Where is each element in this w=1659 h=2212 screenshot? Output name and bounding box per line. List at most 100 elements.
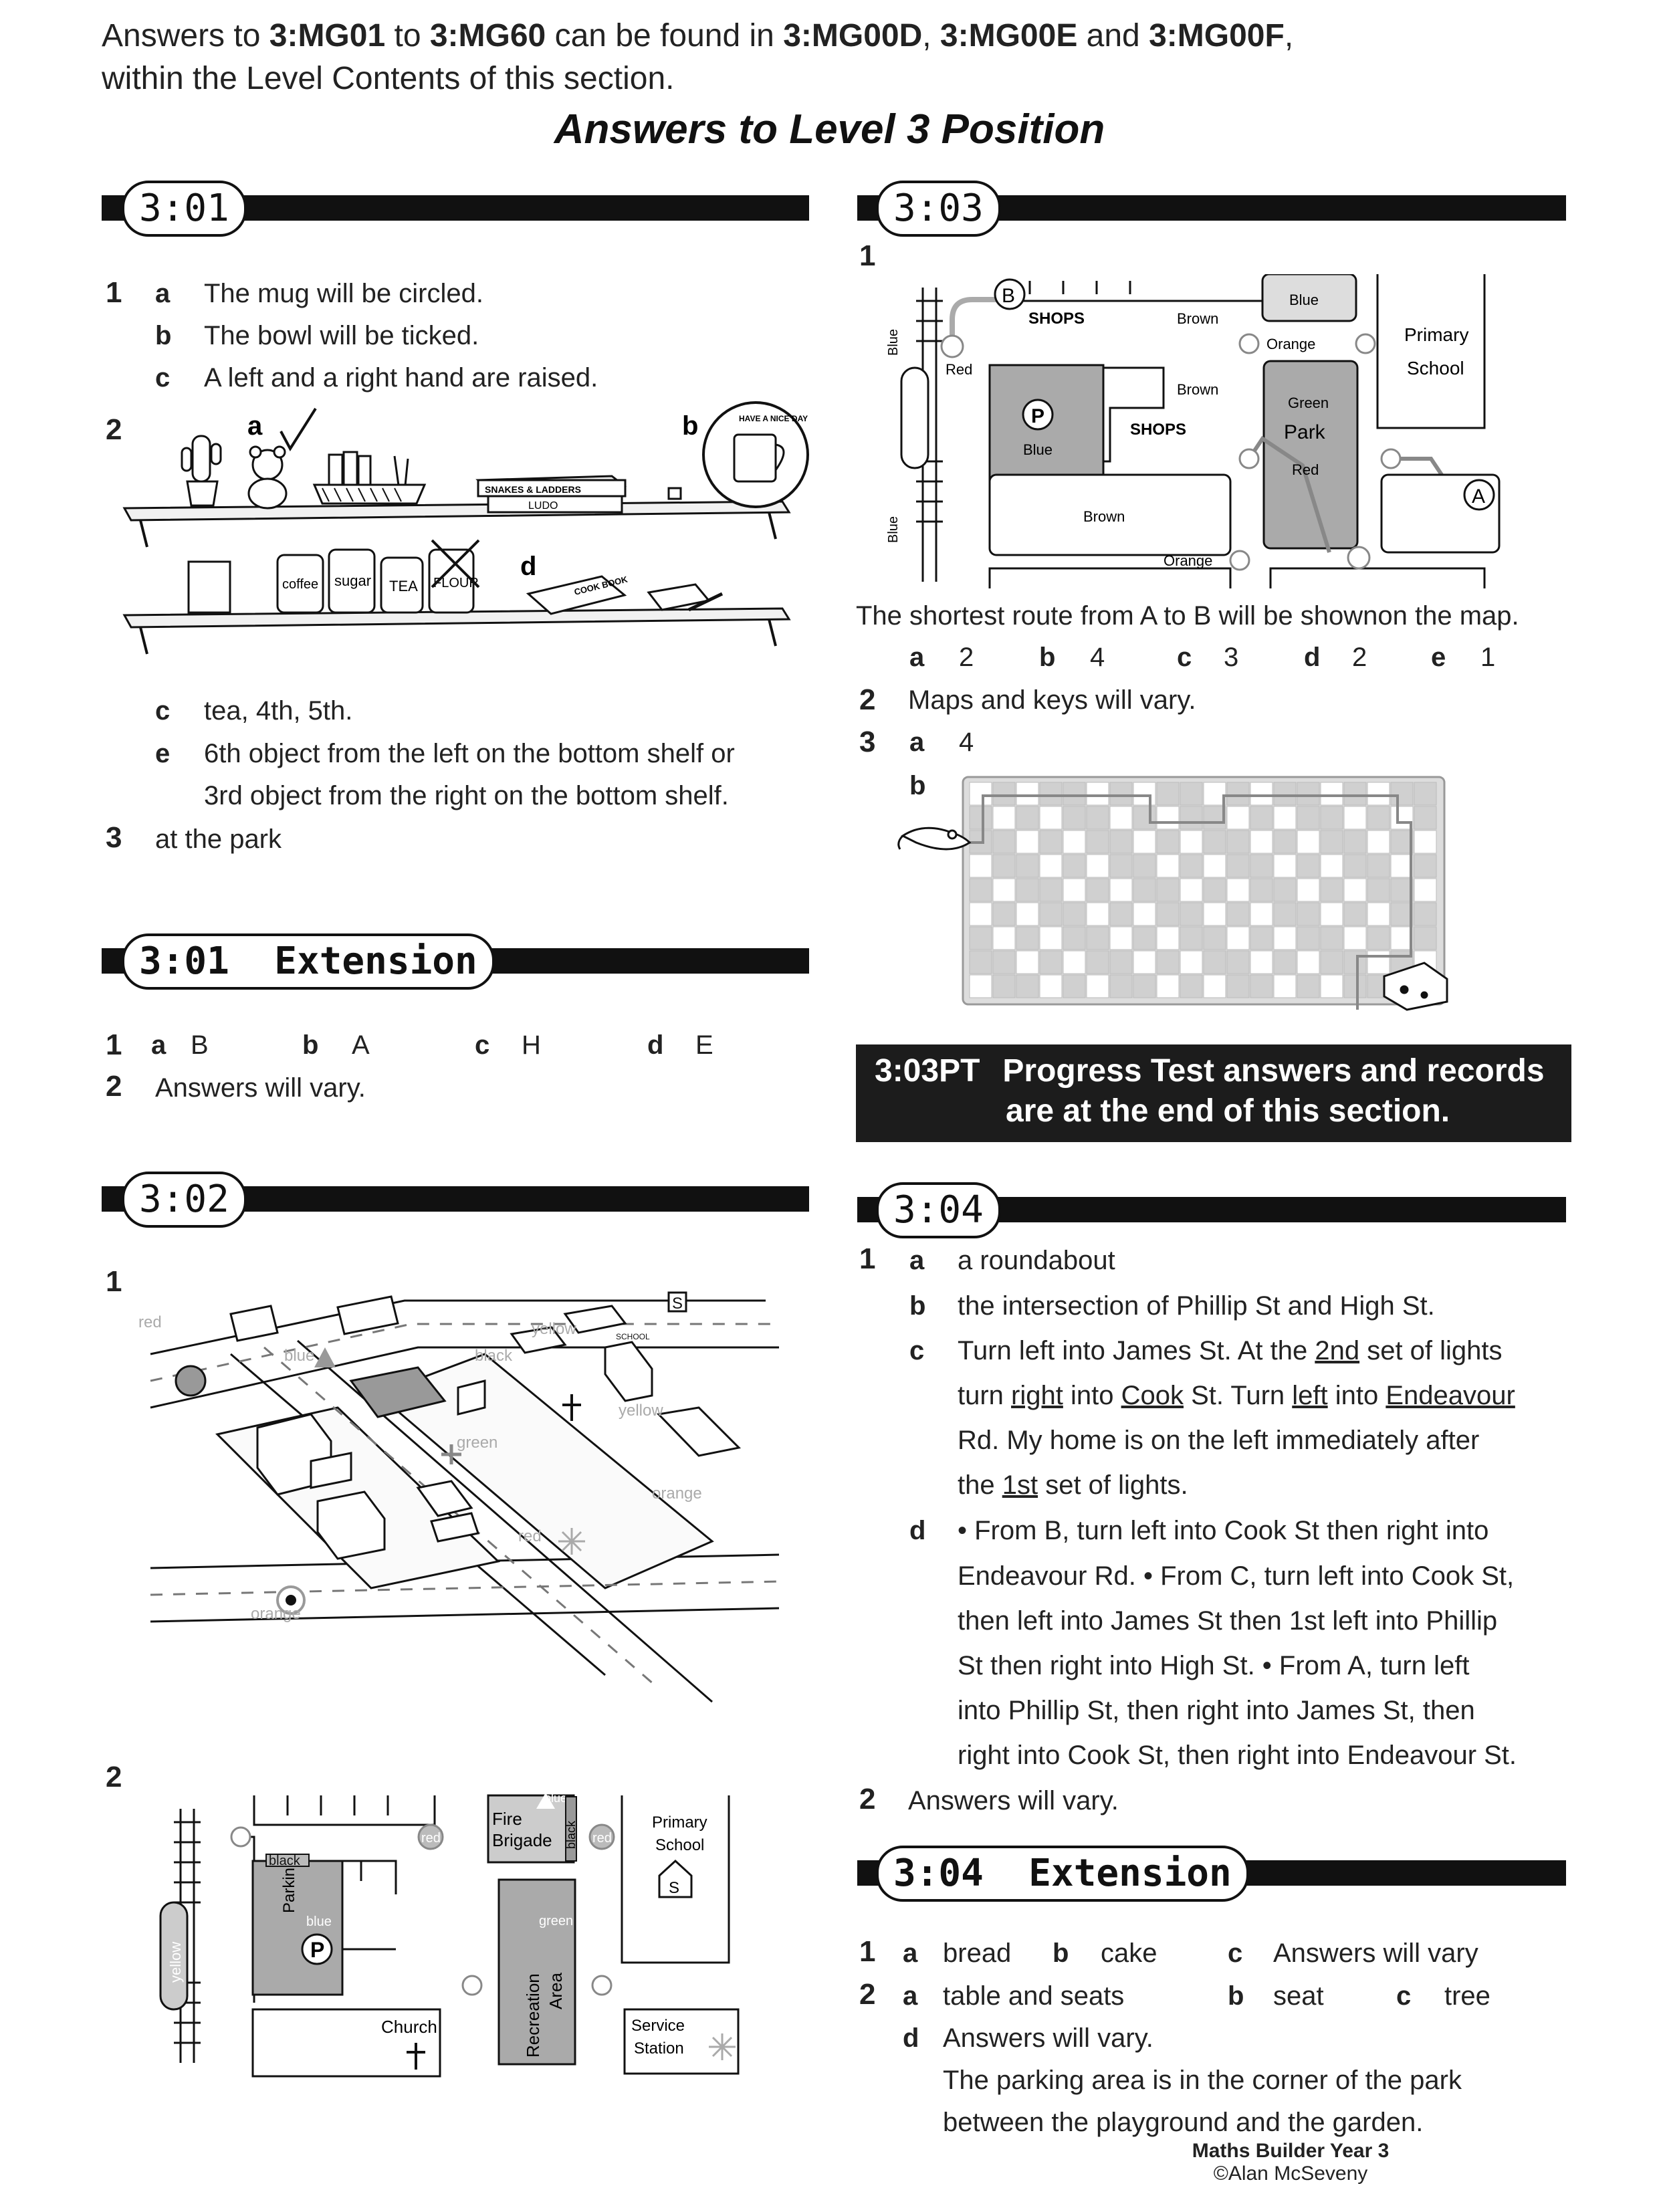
maze-cell — [1297, 806, 1320, 830]
answer-text: Answers will vary. — [943, 2023, 1153, 2053]
roundabout-icon-5 — [1347, 546, 1371, 570]
maze-cell — [1180, 782, 1203, 806]
map2-label-blue: blue — [306, 1914, 332, 1929]
canister-label-coffee: coffee — [282, 577, 318, 592]
maze-cell — [1273, 878, 1297, 902]
maze-cell — [1063, 854, 1086, 878]
q-letter: c — [1396, 1981, 1412, 2011]
maze-cell — [1367, 806, 1390, 830]
map2-label-fire: Fire — [492, 1809, 522, 1829]
maze-cell — [1250, 878, 1273, 902]
map2-label-black-tag: black — [564, 1820, 578, 1849]
maze-cell — [1203, 950, 1226, 974]
maze-cell — [1086, 974, 1109, 998]
map1-label-blue: blue — [284, 1347, 314, 1365]
maze-cell — [1414, 806, 1437, 830]
maze-cell — [1203, 806, 1226, 830]
q-letter: e — [1431, 643, 1446, 672]
maze-cell — [1063, 878, 1086, 902]
answer-text: A — [352, 1030, 370, 1060]
maze-cell — [1250, 926, 1273, 950]
maze-cell — [1039, 926, 1063, 950]
star-icon — [558, 1528, 585, 1555]
answer-text: Answers will vary. — [155, 1073, 366, 1103]
map-buildings — [229, 1295, 742, 1560]
q-letter: b — [909, 1291, 926, 1321]
map2-label-yellow: yellow — [167, 1942, 184, 1983]
box-label-ludo: LUDO — [528, 500, 558, 512]
map2-label-recreation: Recreation — [523, 1973, 543, 2058]
shelf-bracket — [139, 512, 777, 548]
maze-cell — [1016, 830, 1039, 854]
map1-label-yellow: yellow — [532, 1320, 576, 1338]
answer-text: The shortest route from A to B will be s… — [856, 601, 1519, 631]
maze-cell — [969, 782, 992, 806]
mouse-icon — [897, 826, 972, 851]
maze-cell — [992, 878, 1016, 902]
answer-text: • From B, turn left into Cook St then ri… — [958, 1516, 1489, 1545]
point-a-marker — [1463, 479, 1495, 511]
notepad-pen-icon — [647, 583, 724, 612]
maze-cell — [1297, 854, 1320, 878]
maze-cell — [1063, 830, 1086, 854]
q-number: 2 — [859, 683, 876, 716]
answer-text: seat — [1273, 1981, 1324, 2011]
q-number: 1 — [106, 1028, 122, 1061]
maze-cell — [1203, 974, 1226, 998]
canister-label-sugar: sugar — [334, 572, 371, 589]
maze-cell — [1414, 926, 1437, 950]
maze-cell — [1297, 950, 1320, 974]
tick-mark-icon — [280, 407, 317, 451]
cook-book-icon: COOK BOOK — [526, 574, 629, 615]
intro-line-1: Answers to 3:MG01 to 3:MG60 can be found… — [102, 18, 1294, 53]
q-number: 1 — [859, 1935, 876, 1968]
maze-cell — [1133, 926, 1156, 950]
map-label-red-2: Red — [1292, 461, 1319, 478]
shelf-label-b: b — [682, 411, 698, 441]
map2-label-school: School — [655, 1836, 704, 1854]
maze-cell — [1390, 830, 1414, 854]
roundabout-icon-3 — [591, 1975, 613, 1996]
map1-label-red2: red — [518, 1527, 542, 1545]
maze-cell — [1390, 782, 1414, 806]
maze-cell — [1367, 854, 1390, 878]
maze-cell — [969, 806, 992, 830]
maze-cell — [1297, 830, 1320, 854]
roundabout-icon — [230, 1826, 251, 1848]
progress-line-2: are at the end of this section. — [1006, 1093, 1450, 1129]
top-shelf — [122, 500, 791, 522]
maze-cell — [969, 974, 992, 998]
maze-cell — [1250, 974, 1273, 998]
map-label-red: Red — [946, 361, 972, 378]
answer-text: Turn left into James St. At the 2nd set … — [958, 1336, 1503, 1365]
answer-text: Answers will vary — [1273, 1939, 1478, 1968]
maze-cell — [1390, 854, 1414, 878]
maze-cell — [1156, 806, 1180, 830]
maze-cell — [1273, 782, 1297, 806]
q-letter: b — [1039, 643, 1056, 672]
maze-cell — [1156, 902, 1180, 926]
maze-cell — [1063, 806, 1086, 830]
q-letter: c — [475, 1030, 490, 1060]
maze-cell — [1109, 854, 1133, 878]
maze-cell — [1226, 782, 1250, 806]
map2-label-blue-tag: blue — [544, 1791, 567, 1805]
maze-cell — [1297, 974, 1320, 998]
maze-cell — [1203, 878, 1226, 902]
q-letter: a — [903, 1939, 918, 1968]
section-header-301-ext: 3:01 Extension — [122, 933, 495, 990]
answer-text: tree — [1444, 1981, 1490, 2011]
street-map-303: B SHOPS Brown Blue Red P Blue Brown SHOP… — [886, 274, 1501, 588]
q-letter: a — [903, 1981, 918, 2011]
maze-cell — [1273, 926, 1297, 950]
answer-text: Maps and keys will vary. — [908, 685, 1196, 715]
maze-cell — [1203, 902, 1226, 926]
answer-text: St then right into High St. • From A, tu… — [958, 1651, 1470, 1680]
map2-label-station: Station — [634, 2039, 684, 2058]
answer-text: The mug will be circled. — [204, 279, 483, 308]
maze-cell — [1203, 926, 1226, 950]
books-icon — [328, 451, 372, 489]
maze-cell — [1414, 878, 1437, 902]
map-label-green: Green — [1288, 395, 1329, 411]
